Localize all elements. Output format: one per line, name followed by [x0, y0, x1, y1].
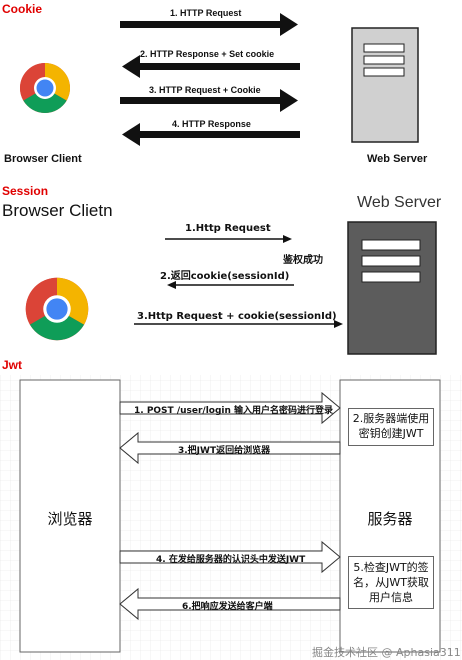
- jwt-step-6-label: 6.把响应发送给客户端: [182, 602, 273, 612]
- cookie-server-label: Web Server: [367, 153, 428, 165]
- cookie-arrow-3: [120, 89, 298, 112]
- cookie-step-3-label: 3. HTTP Request + Cookie: [149, 85, 261, 95]
- session-arrow-1: [165, 235, 292, 243]
- cookie-section-title: Cookie: [2, 2, 43, 16]
- jwt-section-title: Jwt: [2, 358, 23, 372]
- session-step-3-label: 3.Http Request + cookie(sessionId): [137, 311, 337, 322]
- jwt-browser-box: [19, 379, 121, 653]
- jwt-step-3-label: 3.把JWT返回给浏览器: [178, 446, 271, 456]
- session-chrome-icon: [25, 277, 89, 341]
- cookie-arrow-2: [122, 55, 300, 78]
- cookie-client-label: Browser Client: [4, 153, 82, 165]
- cookie-step-1-label: 1. HTTP Request: [170, 8, 242, 18]
- cookie-chrome-icon: [20, 63, 70, 113]
- jwt-step-4-label: 4. 在发给服务器的认识头中发送JWT: [156, 555, 306, 565]
- jwt-arrow-6: [119, 587, 341, 621]
- session-step-2-label: 2.返回cookie(sessionId): [160, 271, 290, 282]
- session-auth-note: 鉴权成功: [283, 255, 323, 266]
- jwt-step-1-label: 1. POST /user/login 输入用户名密码进行登录: [134, 406, 334, 416]
- jwt-note-create: 2.服务器端使用密钥创建JWT: [348, 408, 434, 446]
- cookie-step-4-label: 4. HTTP Response: [172, 119, 251, 129]
- session-server-label: Web Server: [357, 194, 442, 211]
- jwt-server-label: 服务器: [367, 510, 413, 528]
- session-client-label: Browser Clietn: [2, 201, 113, 220]
- jwt-arrow-1: [119, 391, 341, 425]
- cookie-arrow-1: [120, 13, 298, 36]
- jwt-note-verify: 5.检查JWT的签名，从JWT获取用户信息: [348, 556, 434, 609]
- cookie-arrow-4: [122, 123, 300, 146]
- watermark-text: 掘金技术社区 @ Aphasia311: [312, 646, 461, 659]
- cookie-server-icon: [351, 27, 419, 143]
- session-arrow-3: [134, 320, 343, 328]
- session-step-1-label: 1.Http Request: [185, 223, 271, 234]
- session-section-title: Session: [2, 184, 49, 198]
- jwt-arrow-4: [119, 540, 341, 574]
- cookie-step-2-label: 2. HTTP Response + Set cookie: [140, 49, 275, 59]
- jwt-arrow-3: [119, 431, 341, 465]
- session-arrow-2: [167, 281, 294, 289]
- jwt-browser-label: 浏览器: [47, 510, 93, 528]
- session-server-icon: [347, 221, 437, 355]
